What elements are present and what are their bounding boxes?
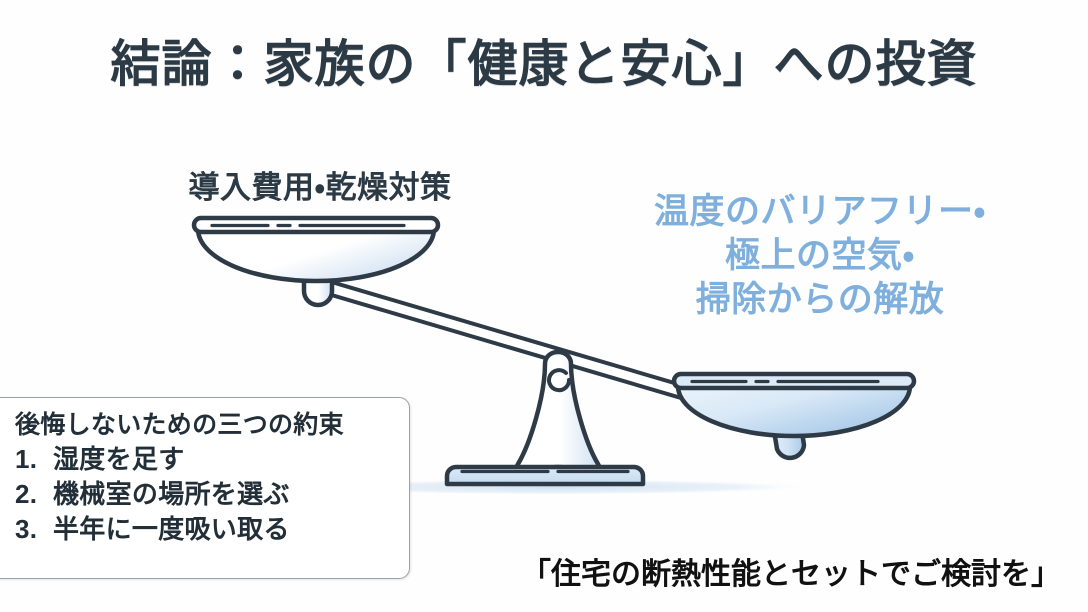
balance-fulcrum (444, 349, 646, 487)
balance-right-pan (671, 371, 917, 461)
promise-item-number: 2. (15, 478, 38, 509)
balance-right-label: 温度のバリアフリー・ 極上の空気・ 掃除からの解放 (566, 190, 1074, 322)
promise-item-text: 半年に一度吸い取る (53, 514, 290, 545)
promise-item-text: 湿度を足す (53, 443, 185, 474)
ground-shadow (290, 479, 820, 495)
balance-right-label-line-3: 掃除からの解放 (695, 280, 945, 320)
page-title: 結論：家族の「健康と安心」への投資 (110, 36, 978, 92)
promise-item-number: 1. (15, 443, 38, 474)
promise-list-item: 1. 湿度を足す (15, 442, 409, 477)
promise-box-heading: 後悔しないための三つの約束 (15, 411, 344, 439)
promise-box: 後悔しないための三つの約束 1. 湿度を足す 2. 機械室の場所を選ぶ 3. 半… (0, 397, 410, 579)
balance-right-label-line-2: 極上の空気・ (725, 236, 915, 276)
promise-item-text: 機械室の場所を選ぶ (53, 478, 290, 509)
balance-left-label: 導入費用・乾燥対策 (188, 170, 452, 205)
balance-scale-svg (191, 215, 917, 495)
balance-right-label-line-1: 温度のバリアフリー・ (654, 192, 986, 231)
balance-scale-illustration (150, 196, 950, 506)
closing-caption: 「住宅の断熱性能とセットでご検討を」 (521, 558, 1061, 591)
balance-left-pan (191, 215, 441, 308)
promise-list-item: 3. 半年に一度吸い取る (15, 512, 409, 547)
promise-item-number: 3. (15, 514, 38, 545)
promise-list-item: 2. 機械室の場所を選ぶ (15, 477, 409, 512)
